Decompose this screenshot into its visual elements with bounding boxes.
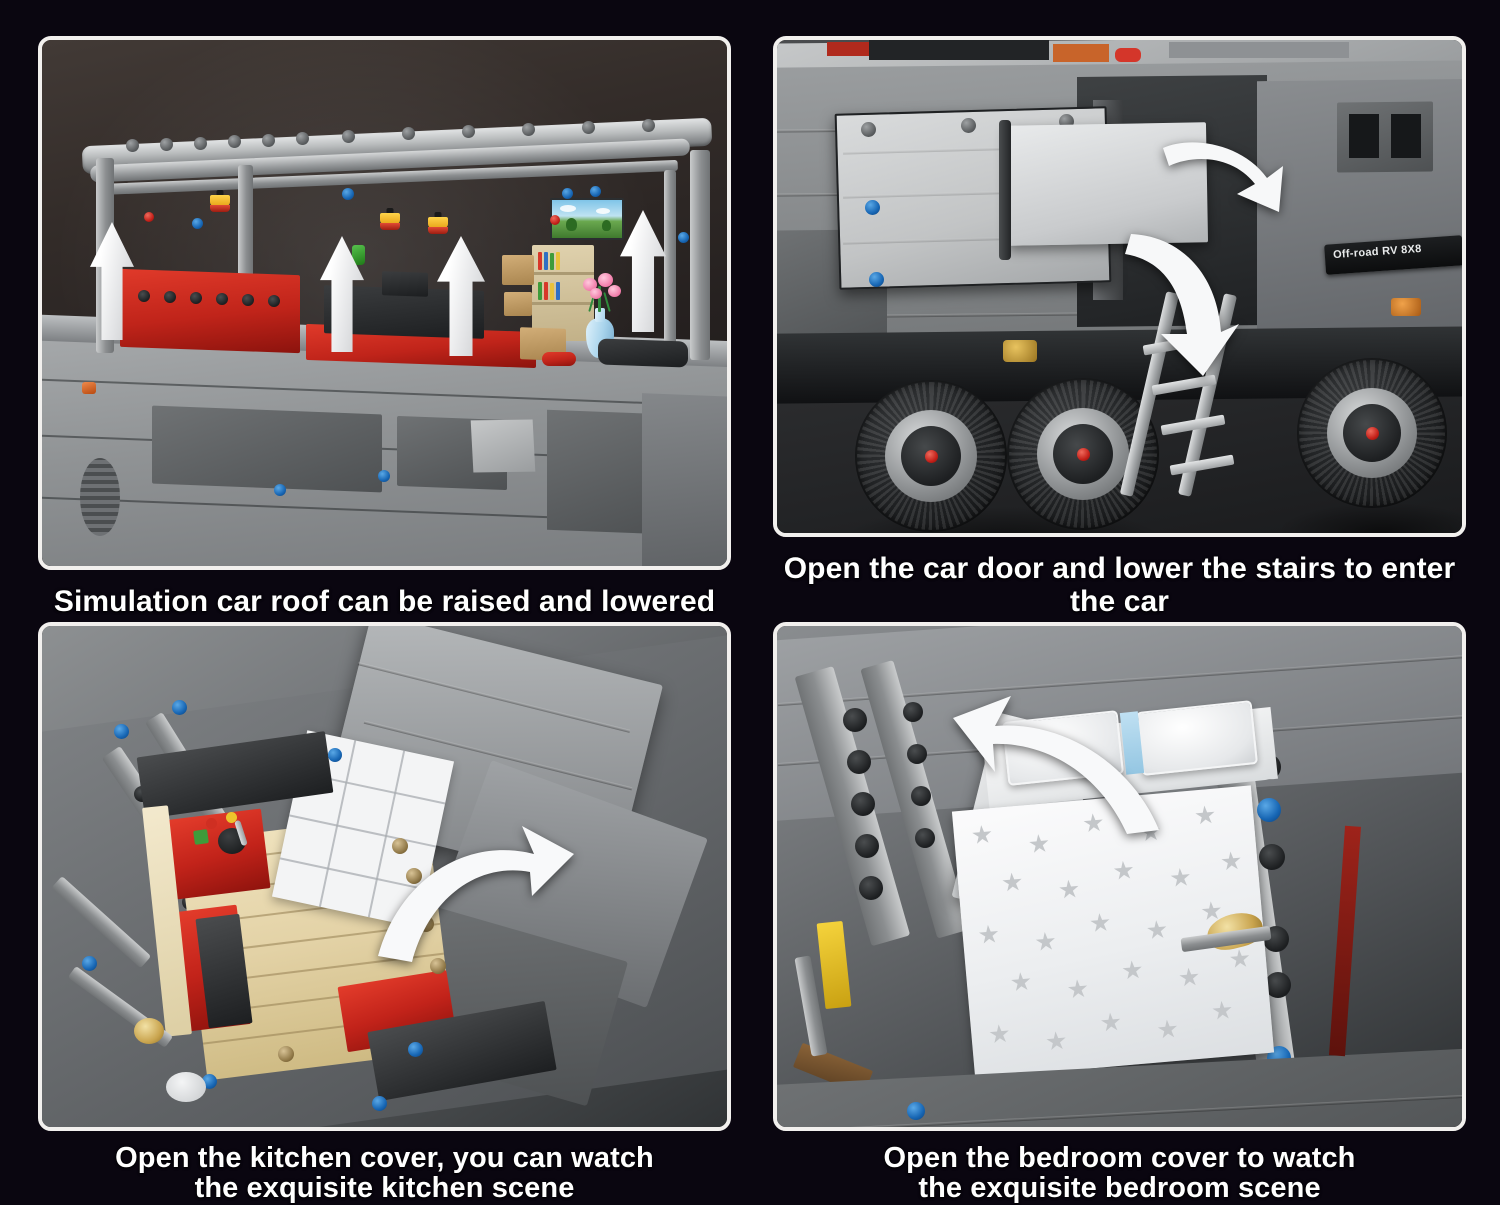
bedroom-caption-line1: Open the bedroom cover to watch (883, 1141, 1356, 1174)
red-knob (206, 818, 217, 829)
marker-light (1391, 298, 1421, 316)
bedroom-caption-line2: the exquisite bedroom scene (918, 1172, 1321, 1205)
ceiling-lamp-3 (428, 212, 448, 236)
roof-lift-post-right (690, 150, 710, 360)
kitchen-cover-open-arrow (378, 826, 574, 962)
door-stairs-caption: Open the car door and lower the stairs t… (773, 537, 1466, 618)
yellow-accessory (816, 920, 852, 1010)
kitchen-scene (42, 626, 727, 1127)
feature-panel-roof: Simulation car roof can be raised and lo… (38, 36, 731, 618)
kitchen-cabinet-upper (167, 808, 271, 900)
kitchen-photo-frame (38, 622, 731, 1131)
flower-bloom-3 (608, 285, 621, 297)
kitchen-caption-line1: Open the kitchen cover, you can watch (115, 1141, 654, 1174)
black-appliance (382, 271, 428, 297)
flower-bloom-1 (583, 278, 597, 291)
feature-panel-kitchen: Open the kitchen cover, you can watch th… (38, 622, 731, 1204)
red-kitchen-unit (120, 268, 300, 354)
feature-panel-door-stairs: Off-road RV 8X8 (773, 36, 1466, 618)
roof-caption-line1: Simulation car roof can be raised and lo… (53, 584, 716, 618)
feature-panel-bedroom: Open the bedroom cover to watch the exqu… (773, 622, 1466, 1204)
interior-tv (550, 198, 624, 240)
stairs-step-4 (1169, 454, 1235, 476)
roof-scene (42, 40, 727, 566)
bookshelf (532, 245, 594, 341)
green-tile (193, 829, 209, 845)
amber-light (1003, 340, 1037, 362)
bedroom-cover-open-arrow (953, 696, 1159, 834)
roof-photo-frame (38, 36, 731, 570)
bedroom-caption: Open the bedroom cover to watch the exqu… (773, 1131, 1466, 1204)
door-stairs-scene: Off-road RV 8X8 (777, 40, 1462, 534)
white-disc (166, 1072, 206, 1102)
bedroom-scene (777, 626, 1462, 1127)
bedroom-photo-frame (773, 622, 1466, 1131)
gold-piece (134, 1018, 164, 1044)
kitchen-caption: Open the kitchen cover, you can watch th… (38, 1131, 731, 1204)
ceiling-lamp-1 (210, 190, 230, 214)
spare-wheel (80, 458, 120, 536)
stairs-lower-arrow (1125, 234, 1239, 376)
yellow-knob (226, 812, 237, 823)
flower-bloom-2 (598, 273, 613, 287)
green-bottle (352, 245, 365, 265)
door-swing-arrow (1163, 142, 1283, 212)
door-stairs-caption-line1: Open the car door and lower the stairs t… (783, 552, 1456, 618)
ceiling-lamp-2 (380, 208, 400, 232)
door-stairs-photo-frame: Off-road RV 8X8 (773, 36, 1466, 538)
roof-caption: Simulation car roof can be raised and lo… (38, 570, 731, 618)
flower-bloom-4 (590, 288, 602, 299)
kitchen-caption-line2: the exquisite kitchen scene (194, 1172, 575, 1205)
